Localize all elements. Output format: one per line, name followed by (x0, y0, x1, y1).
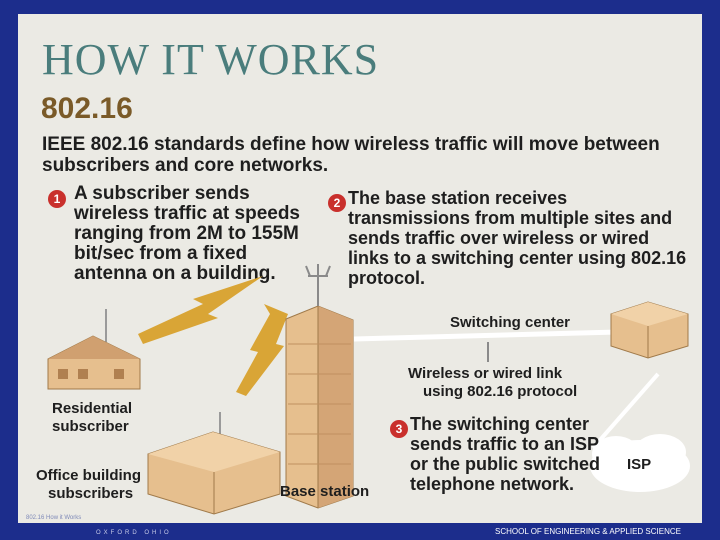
residential-label-line1: Residential (52, 400, 132, 418)
wireless-wired-link-line (354, 332, 618, 339)
diagram-panel: HOW IT WORKS 802.16 IEEE 802.16 standard… (18, 14, 702, 523)
wireless-signal-bolt-1 (138, 276, 263, 344)
office-label-line1: Office building (36, 467, 141, 485)
footer-school: SCHOOL OF ENGINEERING & APPLIED SCIENCE (495, 527, 681, 536)
switching-center-label: Switching center (450, 314, 570, 332)
footer-caption: 802.16 How it Works (26, 515, 81, 521)
residential-building (48, 336, 140, 389)
step-3-badge: 3 (390, 420, 408, 438)
switching-center-building (611, 302, 688, 358)
link-label-line2: using 802.16 protocol (423, 383, 577, 401)
step-3-text: The switching center sends traffic to an… (410, 414, 610, 494)
office-label-line2: subscribers (48, 485, 133, 503)
footer-oxford: OXFORD OHIO (96, 530, 172, 536)
wireless-signal-bolt-2 (236, 304, 288, 396)
isp-label: ISP (627, 456, 651, 474)
link-label-line1: Wireless or wired link (408, 365, 562, 383)
residential-label-line2: subscriber (52, 418, 129, 436)
base-station-label: Base station (280, 483, 369, 501)
office-building (148, 432, 280, 514)
base-station-tower (286, 264, 353, 508)
